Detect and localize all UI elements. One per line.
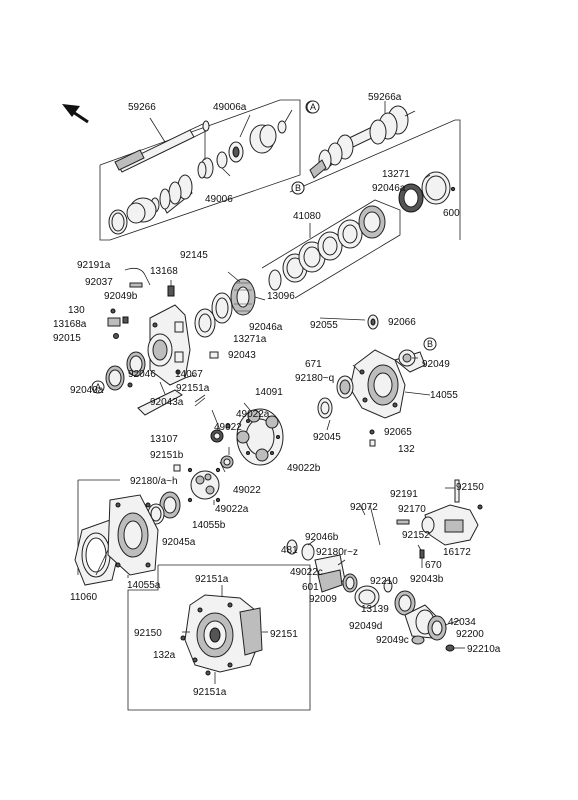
label-92049d: 92049d [349,621,382,632]
ref-circle-b-top: B [291,181,305,195]
label-92150-inset: 92150 [134,628,162,639]
label-13096: 13096 [267,291,295,302]
label-130: 130 [68,305,85,316]
label-92151a: 92151a [176,383,210,394]
label-92152: 92152 [402,530,430,541]
label-92049c: 92049c [376,635,409,646]
label-92046: 92046 [128,369,156,380]
rear-housing-group [317,314,431,447]
label-92046b: 92046b [305,532,339,543]
label-132: 132 [398,444,415,455]
right-axle-group [289,101,461,240]
label-49006a: 49006a [213,102,247,113]
label-92191a: 92191a [77,260,111,271]
label-92045: 92045 [313,432,341,443]
label-601: 601 [302,582,319,593]
label-92151a-inset-top: 92151a [195,574,229,585]
label-92045a: 92045a [162,537,196,548]
label-132a: 132a [153,650,176,661]
label-670: 670 [425,560,442,571]
label-92180z: 92180r~z [316,547,358,558]
label-13271a: 13271a [233,334,267,345]
svg-text:B: B [427,339,433,349]
label-671: 671 [305,359,322,370]
label-92200: 92200 [456,629,484,640]
label-14067: 14067 [175,369,203,380]
left-cv-joint [197,120,287,179]
label-92191: 92191 [390,489,418,500]
label-59266a: 59266a [368,92,402,103]
label-14055b: 14055b [192,520,226,531]
label-13168a: 13168a [53,319,87,330]
label-92009: 92009 [309,594,337,605]
label-92055: 92055 [310,320,338,331]
label-92049b: 92049b [104,291,138,302]
label-11060: 11060 [70,592,98,603]
label-13271: 13271 [382,169,410,180]
label-92043: 92043 [228,350,256,361]
label-92150: 92150 [456,482,484,493]
label-14055a: 14055a [127,580,161,591]
clutch-pack-group [261,199,401,299]
label-41080: 41080 [293,211,321,222]
pinion-shaft-group [286,539,465,652]
label-481: 481 [281,545,298,556]
label-92015: 92015 [53,333,81,344]
label-92046a-2: 92046a [249,322,283,333]
label-59266: 59266 [128,102,156,113]
part-labels: 59266 49006a 59266a 49006 13271 92046a 6… [53,92,501,698]
label-92151a-inset-bottom: 92151a [193,687,227,698]
label-92210: 92210 [370,576,398,587]
label-13168: 13168 [150,266,178,277]
left-axle-group [99,99,319,241]
label-49022a-2: 49022a [215,504,249,515]
label-92065: 92065 [384,427,412,438]
label-13139: 13139 [361,604,389,615]
label-92145: 92145 [180,250,208,261]
label-92072: 92072 [350,502,378,513]
label-14055: 14055 [430,390,458,401]
label-49022b: 49022b [287,463,321,474]
svg-text:A: A [310,102,316,112]
front-housing-group [105,267,266,416]
label-92037: 92037 [85,277,113,288]
label-49006: 49006 [205,194,233,205]
svg-text:A: A [95,382,101,392]
left-axle-shaft [114,120,210,173]
label-92043a: 92043a [150,397,184,408]
differential-group [147,402,284,525]
label-92210a: 92210a [467,644,501,655]
label-13107: 13107 [150,434,178,445]
label-92180q: 92180~q [295,373,334,384]
label-42034: 42034 [448,617,476,628]
label-92151-inset: 92151 [270,629,298,640]
label-92170: 92170 [398,504,426,515]
label-49022c: 49022c [290,567,323,578]
svg-text:B: B [295,183,301,193]
label-92180h: 92180/a~h [130,476,178,487]
label-92043b: 92043b [410,574,444,585]
actuator-group [359,479,483,568]
front-direction-arrow-icon [62,104,89,124]
label-49022: 49022 [214,422,242,433]
label-14091: 14091 [255,387,283,398]
lower-housing-group [74,479,159,586]
label-49022a: 49022a [236,409,270,420]
label-49022-2: 49022 [233,485,261,496]
label-92151b: 92151b [150,450,184,461]
label-16172: 16172 [443,547,471,558]
ref-circle-a-top: A [306,100,320,114]
left-boot [108,174,193,235]
right-axle-shaft [309,105,416,179]
label-600: 600 [443,208,460,219]
ref-circle-a-left: A [91,380,105,394]
label-92049: 92049 [422,359,450,370]
assembled-view-inset [127,564,311,711]
label-92046a: 92046a [372,183,406,194]
label-92049a: 92049a [70,385,104,396]
label-92066: 92066 [388,317,416,328]
ref-circle-b-right: B [423,337,437,351]
